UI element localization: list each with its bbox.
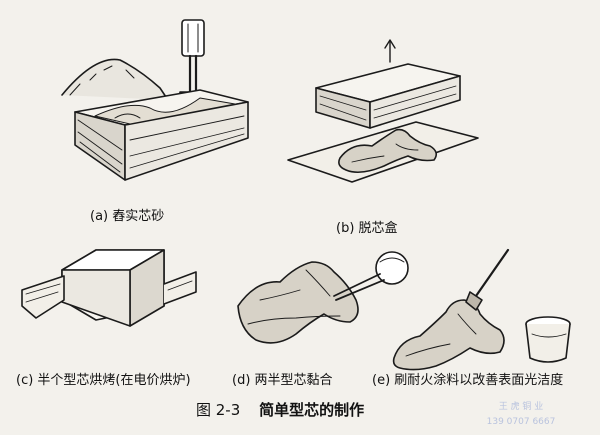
watermark-line1: 王 虎 铜 业 [498, 402, 544, 412]
caption-c: (c) 半个型芯烘烤(在电价烘炉) [16, 373, 191, 388]
core-box-removal-illustration [287, 39, 479, 183]
caption-d: (d) 两半型芯黏合 [232, 373, 333, 388]
figure-number: 图 2-3 [196, 401, 241, 419]
watermark-line2: 139 0707 6667 [486, 417, 556, 427]
caption-a: (a) 舂实芯砂 [90, 209, 165, 224]
figure-title: 图 2-3 简单型芯的制作 [196, 399, 364, 420]
oven-baking-illustration [21, 249, 197, 327]
gluing-halves-illustration [237, 251, 409, 344]
ramming-sand-illustration [61, 19, 249, 181]
watermark: 王 虎 铜 业 139 0707 6667 [466, 400, 576, 432]
caption-e: (e) 刷耐火涂料以改善表面光洁度 [372, 373, 564, 388]
figure-title-text: 简单型芯的制作 [259, 401, 365, 419]
caption-b: (b) 脱芯盒 [336, 221, 398, 236]
brushing-coating-illustration [392, 248, 571, 371]
